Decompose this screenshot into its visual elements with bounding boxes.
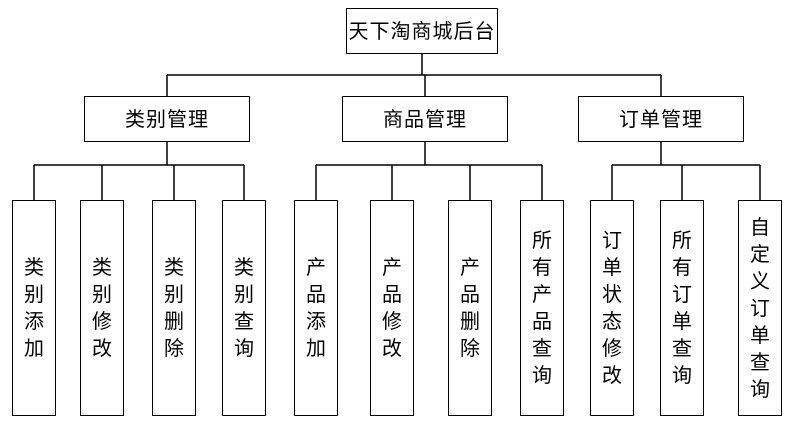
group-node-product: 商品管理 — [342, 96, 508, 142]
leaf-node-label: 类别删除 — [164, 255, 184, 360]
leaf-node: 类别修改 — [80, 200, 124, 416]
leaf-node: 类别查询 — [222, 200, 266, 416]
leaf-node: 类别删除 — [152, 200, 196, 416]
leaf-node: 产品修改 — [370, 200, 414, 416]
leaf-node-label: 所有产品查询 — [532, 228, 552, 387]
leaf-node-label: 所有订单查询 — [672, 228, 692, 387]
leaf-node-label: 类别添加 — [24, 255, 44, 360]
group-node-category: 类别管理 — [84, 96, 250, 142]
leaf-node-label: 类别查询 — [234, 255, 254, 360]
leaf-node: 所有产品查询 — [520, 200, 564, 416]
leaf-node: 所有订单查询 — [660, 200, 704, 416]
leaf-node-label: 产品修改 — [382, 255, 402, 360]
leaf-node-label: 自定义订单查询 — [750, 214, 770, 401]
leaf-node-label: 产品删除 — [460, 255, 480, 360]
leaf-node-label: 产品添加 — [306, 255, 326, 360]
leaf-node-label: 类别修改 — [92, 255, 112, 360]
group-node-order: 订单管理 — [578, 96, 744, 142]
leaf-node: 类别添加 — [12, 200, 56, 416]
group-node-label: 订单管理 — [619, 107, 703, 131]
leaf-node: 自定义订单查询 — [738, 200, 782, 416]
leaf-node: 产品添加 — [294, 200, 338, 416]
leaf-node-label: 订单状态修改 — [602, 228, 622, 387]
leaf-node: 订单状态修改 — [590, 200, 634, 416]
leaf-node: 产品删除 — [448, 200, 492, 416]
group-node-label: 商品管理 — [383, 107, 467, 131]
root-node: 天下淘商城后台 — [346, 8, 498, 54]
group-node-label: 类别管理 — [125, 107, 209, 131]
root-node-label: 天下淘商城后台 — [348, 19, 496, 43]
